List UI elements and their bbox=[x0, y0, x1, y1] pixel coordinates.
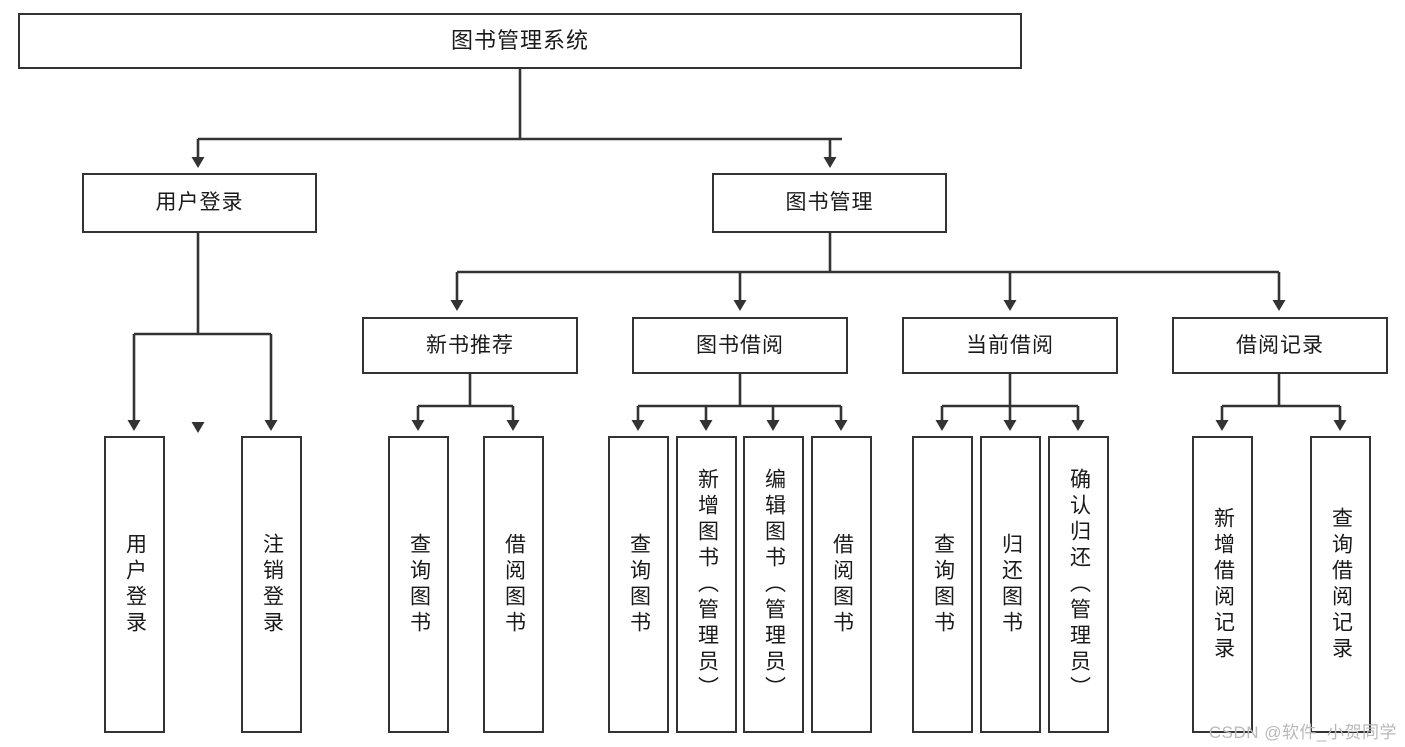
node-label: 注销登录 bbox=[260, 532, 284, 637]
node-label: 图书借阅 bbox=[696, 333, 784, 357]
leaf-query-book-borrow[interactable]: 查询图书 bbox=[608, 436, 669, 733]
leaf-query-book-current[interactable]: 查询图书 bbox=[912, 436, 973, 733]
node-book-borrow[interactable]: 图书借阅 bbox=[632, 317, 848, 374]
node-book-management[interactable]: 图书管理 bbox=[712, 173, 947, 233]
node-label: 查询图书 bbox=[407, 532, 431, 637]
leaf-borrow-book-recommend[interactable]: 借阅图书 bbox=[483, 436, 544, 733]
leaf-add-book-admin[interactable]: 新增图书（管理员） bbox=[676, 436, 737, 733]
node-label: 归还图书 bbox=[999, 532, 1023, 637]
node-label: 新增借阅记录 bbox=[1211, 506, 1235, 663]
leaf-user-logout[interactable]: 注销登录 bbox=[241, 436, 302, 733]
node-current-borrow[interactable]: 当前借阅 bbox=[902, 317, 1118, 374]
leaf-edit-book-admin[interactable]: 编辑图书（管理员） bbox=[743, 436, 804, 733]
watermark-text: CSDN @软件_小贺同学 bbox=[1208, 723, 1397, 742]
node-label: 用户登录 bbox=[155, 191, 244, 215]
node-label: 确认归还（管理员） bbox=[1067, 467, 1091, 702]
leaf-query-borrow-record[interactable]: 查询借阅记录 bbox=[1310, 436, 1371, 733]
node-borrow-record[interactable]: 借阅记录 bbox=[1172, 317, 1388, 374]
leaf-return-book[interactable]: 归还图书 bbox=[980, 436, 1041, 733]
node-label: 借阅记录 bbox=[1236, 333, 1324, 357]
node-label: 新增图书（管理员） bbox=[695, 467, 719, 702]
node-label: 新书推荐 bbox=[426, 333, 514, 357]
node-label: 图书管理 bbox=[785, 191, 874, 215]
node-label: 查询图书 bbox=[627, 532, 651, 637]
node-label: 查询图书 bbox=[931, 532, 955, 637]
leaf-query-book-recommend[interactable]: 查询图书 bbox=[388, 436, 449, 733]
leaf-user-login[interactable]: 用户登录 bbox=[104, 436, 165, 733]
node-label: 借阅图书 bbox=[830, 532, 854, 637]
leaf-confirm-return-admin[interactable]: 确认归还（管理员） bbox=[1048, 436, 1109, 733]
node-label: 编辑图书（管理员） bbox=[762, 467, 786, 702]
leaf-borrow-book[interactable]: 借阅图书 bbox=[811, 436, 872, 733]
node-new-book-recommend[interactable]: 新书推荐 bbox=[362, 317, 578, 374]
node-label: 图书管理系统 bbox=[450, 27, 589, 53]
node-label: 用户登录 bbox=[123, 532, 147, 637]
node-label: 当前借阅 bbox=[966, 333, 1054, 357]
leaf-add-borrow-record[interactable]: 新增借阅记录 bbox=[1192, 436, 1253, 733]
node-label: 查询借阅记录 bbox=[1329, 506, 1353, 663]
node-label: 借阅图书 bbox=[502, 532, 526, 637]
node-user-login[interactable]: 用户登录 bbox=[82, 173, 317, 233]
node-root-book-management-system[interactable]: 图书管理系统 bbox=[18, 13, 1022, 69]
